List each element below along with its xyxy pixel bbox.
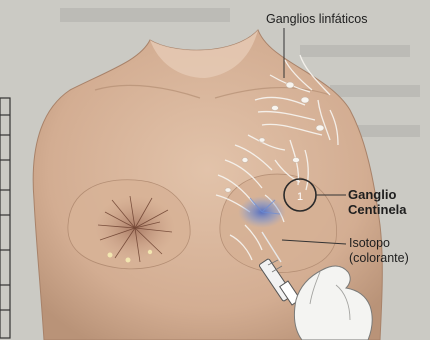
node-dot <box>108 253 113 258</box>
sentinel-node-label-line1: Ganglio <box>348 187 407 202</box>
lymph-nodes-label: Ganglios linfáticos <box>266 12 367 27</box>
isotope-label-line2: (colorante) <box>349 251 409 266</box>
sentinel-node-label: Ganglio Centinela <box>348 187 407 217</box>
node-dot <box>126 258 131 263</box>
sentinel-marker-number: 1 <box>297 191 303 203</box>
left-breast <box>68 180 190 269</box>
isotope-label: Isotopo (colorante) <box>349 236 409 266</box>
isotope-label-line1: Isotopo <box>349 236 409 251</box>
sentinel-node-label-line2: Centinela <box>348 202 407 217</box>
node-dot <box>148 250 152 254</box>
